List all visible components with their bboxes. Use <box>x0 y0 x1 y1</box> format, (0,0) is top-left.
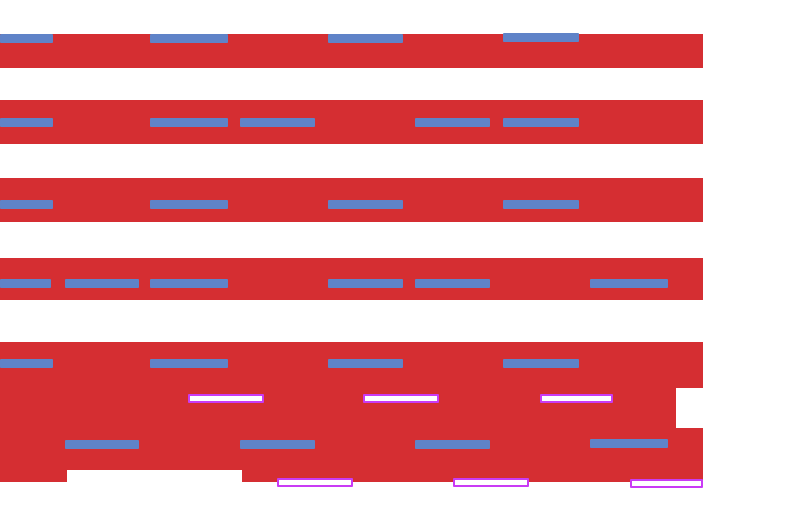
line-bar <box>590 439 668 448</box>
line-bar <box>65 440 139 449</box>
notch-5 <box>676 388 703 428</box>
notch-1 <box>178 68 703 100</box>
line-bar <box>0 118 53 127</box>
highlight-bar[interactable] <box>540 394 613 403</box>
line-bar <box>415 440 490 449</box>
highlight-bar[interactable] <box>453 478 529 487</box>
line-bar <box>328 200 403 209</box>
line-bar <box>150 118 228 127</box>
line-bar <box>415 279 490 288</box>
line-bar <box>0 200 53 209</box>
notch-6 <box>67 470 242 509</box>
line-bar <box>328 34 403 43</box>
line-bar <box>415 118 490 127</box>
line-bar <box>503 33 579 42</box>
highlight-bar[interactable] <box>363 394 439 403</box>
line-bar <box>590 279 668 288</box>
line-bar <box>0 279 51 288</box>
notch-3 <box>99 222 703 258</box>
line-bar <box>328 359 403 368</box>
line-bar <box>503 118 579 127</box>
line-bar <box>240 440 315 449</box>
line-bar <box>150 279 228 288</box>
line-bar <box>503 200 579 209</box>
notch-2 <box>80 144 703 178</box>
line-bar <box>240 118 315 127</box>
line-bar <box>150 34 228 43</box>
line-bar <box>150 200 228 209</box>
line-bar <box>150 359 228 368</box>
line-bar <box>0 34 53 43</box>
line-bar <box>328 279 403 288</box>
line-bar <box>65 279 139 288</box>
highlight-bar[interactable] <box>188 394 264 403</box>
line-bar <box>503 359 579 368</box>
line-bar <box>0 359 53 368</box>
highlight-bar[interactable] <box>277 478 353 487</box>
notch-4 <box>124 300 703 342</box>
highlight-bar[interactable] <box>630 479 703 488</box>
band-2 <box>0 100 703 144</box>
